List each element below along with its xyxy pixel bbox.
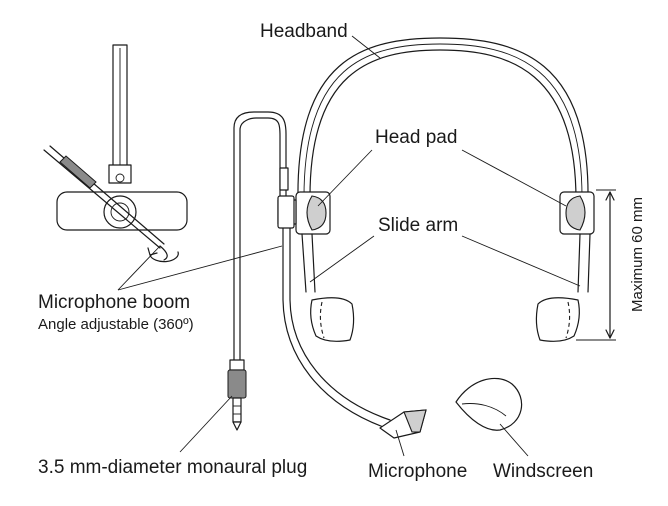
windscreen-part: [455, 377, 523, 431]
headband-label: Headband: [260, 21, 348, 42]
maximum-60mm-label: Maximum 60 mm: [629, 196, 646, 312]
headband-part: [297, 37, 589, 201]
dimension-marker: [576, 189, 616, 341]
microphone-label: Microphone: [368, 461, 468, 482]
microphone-boom-label: Microphone boom: [38, 292, 191, 313]
plug-label: 3.5 mm-diameter monaural plug: [38, 457, 308, 478]
microphone-boom-part: [277, 195, 427, 439]
angle-adjustable-label: Angle adjustable (360º): [38, 316, 194, 333]
boom-swivel-detail: [43, 44, 188, 263]
cable-and-plug: [227, 111, 289, 431]
head-pad-label: Head pad: [375, 127, 458, 148]
windscreen-label: Windscreen: [493, 461, 594, 482]
leader-lines: [117, 35, 581, 457]
slide-arm-label: Slide arm: [378, 215, 459, 236]
right-ear-assembly: [535, 191, 595, 342]
